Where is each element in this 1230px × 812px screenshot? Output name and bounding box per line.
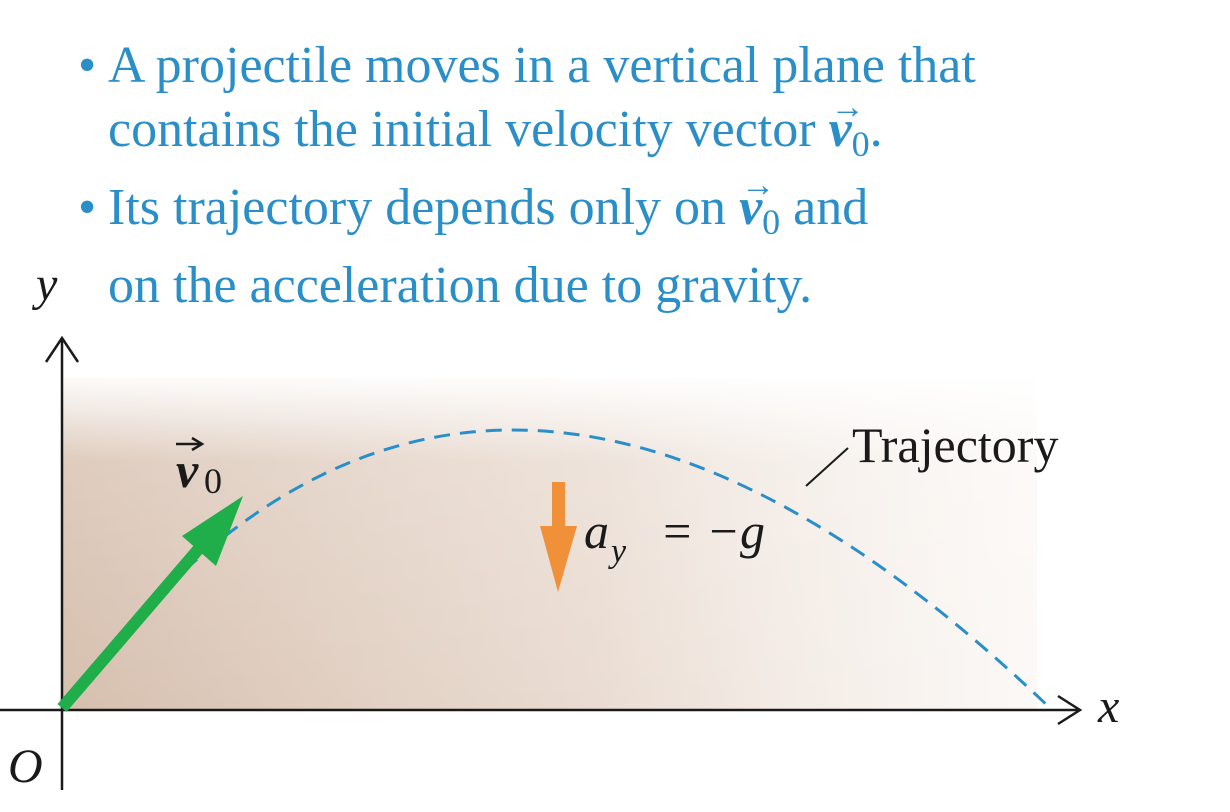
bullet-2-text-1: Its trajectory depends only on [108,179,740,236]
acceleration-label-subscript: y [608,533,627,570]
v0-label-subscript: 0 [204,461,222,501]
x-axis-arrowhead-icon [1057,694,1083,726]
bullet-1-text-1: A projectile moves in a vertical plane t… [108,37,976,94]
v0-subscript: 0 [851,124,870,164]
bullet-2-text-and: and [780,179,869,236]
vector-arrow-icon: → [830,89,865,126]
v0-label-arrow-icon [191,436,205,452]
bullet-1-line-1: •A projectile moves in a vertical plane … [78,34,1198,98]
trajectory-label: Trajectory [852,417,1058,473]
v0-letter: v [739,179,763,236]
acceleration-label-a: a [584,503,609,559]
acceleration-arrowhead-icon [540,526,577,592]
bullet-1-text-2: contains the initial velocity vector [108,101,829,158]
y-axis-arrowhead-icon [44,335,80,363]
bullet-1-line-2: contains the initial velocity vector →v0… [78,89,1198,176]
v0-symbol-inline: →v0 [828,89,870,176]
bullet-list: •A projectile moves in a vertical plane … [78,34,1198,318]
initial-velocity-arrow [57,534,213,712]
bullet-1-period: . [869,101,883,158]
y-axis-label: y [31,258,58,311]
origin-label: O [8,740,43,793]
initial-velocity-arrowhead-icon [182,496,243,566]
vector-arrow-icon: → [741,167,776,204]
trajectory-curve [183,428,1054,712]
v0-symbol-inline: →v0 [739,167,781,254]
x-axis-label: x [1097,680,1119,733]
v0-label-letter: v [176,442,199,498]
bullet-2-line-2: on the acceleration due to gravity. [78,254,1198,318]
bullet-dot: • [78,37,97,94]
acceleration-label-rhs: = −g [660,503,765,559]
bullet-dot: • [78,179,97,236]
bullet-2-text-2: on the acceleration due to gravity. [108,257,813,314]
bullet-2-line-1: •Its trajectory depends only on →v0 and [78,167,1198,254]
acceleration-arrow-shaft [552,482,565,528]
v0-letter: v [828,101,852,158]
v0-subscript: 0 [762,202,781,242]
trajectory-leader-line [805,447,849,487]
